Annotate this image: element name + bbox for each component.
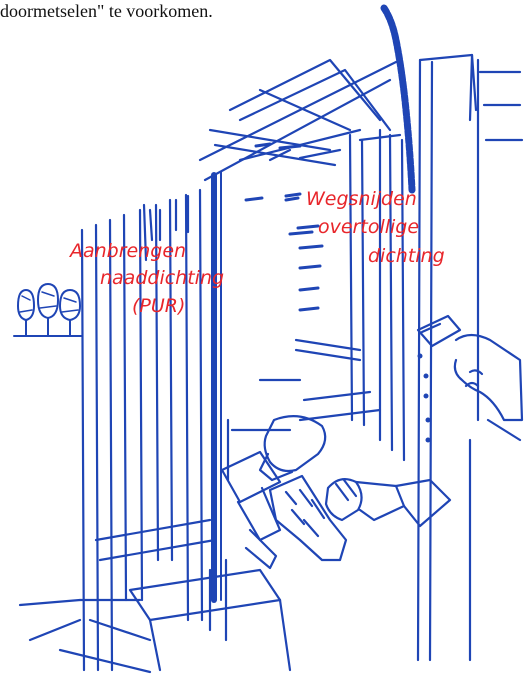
- right-wall: [418, 55, 522, 660]
- annotation-right-line-3: dichting: [368, 245, 445, 267]
- annotation-right-line-1: Wegsnijden: [306, 188, 417, 210]
- annotation-right: Wegsnijden overtollige dichting: [306, 188, 445, 267]
- annotation-left-line-2: naaddichting: [100, 267, 224, 289]
- annotation-left-line-3: (PUR): [132, 295, 185, 317]
- middle-frame: [228, 340, 380, 480]
- trees-icon: [14, 284, 82, 336]
- knife-icon: [418, 316, 522, 420]
- rope-seal-icon: [384, 8, 412, 190]
- caulking-gun-icon: [222, 416, 450, 568]
- left-window-frame: [82, 190, 202, 670]
- brick-marks: [246, 144, 322, 310]
- annotation-left-line-1: Aanbrengen: [68, 240, 186, 262]
- window-sill: [20, 520, 290, 672]
- annotation-right-line-2: overtollige: [318, 216, 419, 238]
